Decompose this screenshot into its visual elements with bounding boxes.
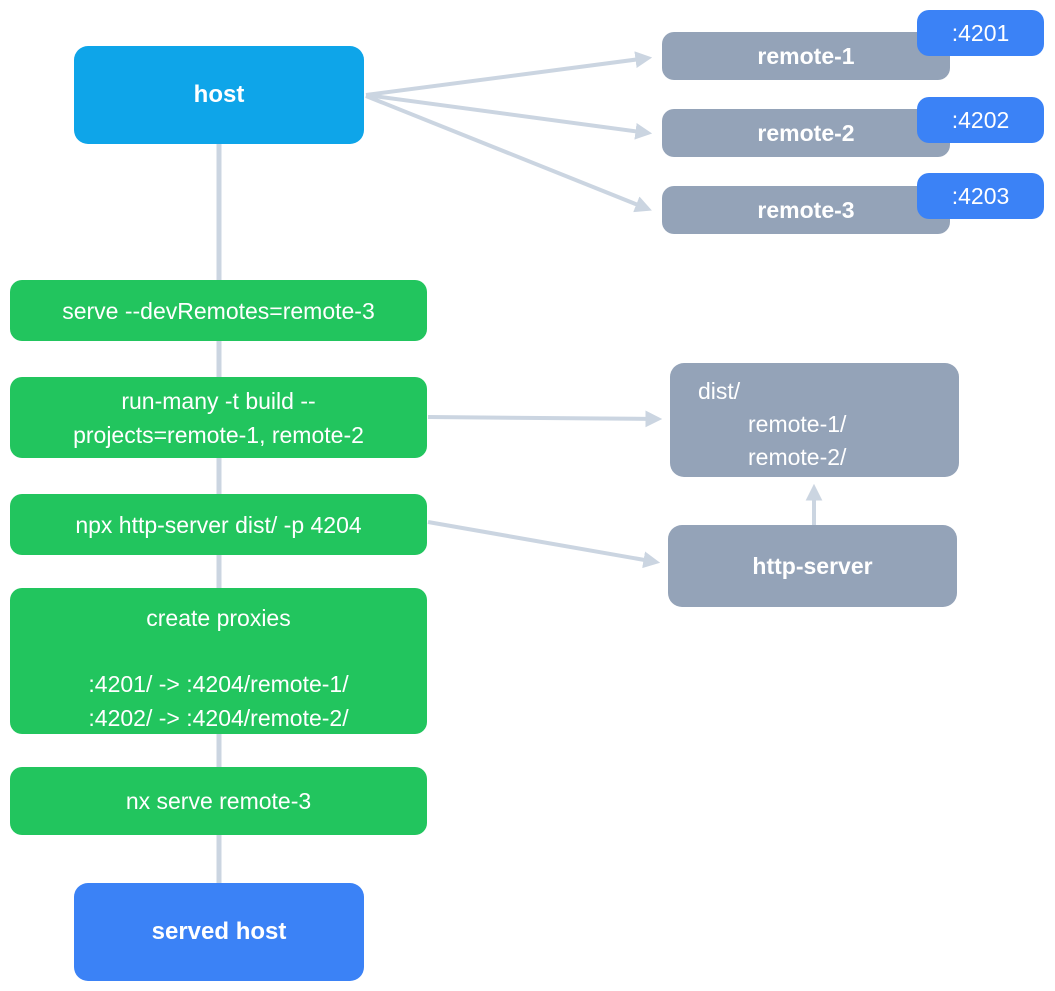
served-host-node: served host xyxy=(74,883,364,981)
step-serve-devremotes: serve --devRemotes=remote-3 xyxy=(10,280,427,341)
proxy-mapping-4202: :4202/ -> :4204/remote-2/ xyxy=(88,705,349,731)
step-nx-serve-remote-3: nx serve remote-3 xyxy=(10,767,427,835)
step-npx-http-server-label: npx http-server dist/ -p 4204 xyxy=(75,511,362,538)
step-create-proxies-title: create proxies xyxy=(146,605,291,631)
proxy-mappings: :4201/ -> :4204/remote-1/ :4202/ -> :420… xyxy=(88,667,348,735)
arrow-host-to-remote-2 xyxy=(365,93,653,140)
arrow-host-to-remote-3 xyxy=(365,94,652,213)
arrow-npx-to-httpserver xyxy=(427,520,661,569)
dist-child-remote-2: remote-2/ xyxy=(748,444,847,470)
host-node: host xyxy=(74,46,364,144)
proxy-mapping-4201: :4201/ -> :4204/remote-1/ xyxy=(88,671,349,697)
dist-folder-node: dist/ remote-1/ remote-2/ xyxy=(670,363,959,477)
step-npx-http-server: npx http-server dist/ -p 4204 xyxy=(10,494,427,555)
step-create-proxies: create proxies :4201/ -> :4204/remote-1/… xyxy=(10,588,427,734)
remote-3-node: remote-3 xyxy=(662,186,950,234)
port-badge-4202: :4202 xyxy=(917,97,1044,143)
step-run-many-build: run-many -t build -- projects=remote-1, … xyxy=(10,377,427,458)
step-serve-devremotes-label: serve --devRemotes=remote-3 xyxy=(62,297,375,324)
step-run-many-line-2: projects=remote-1, remote-2 xyxy=(73,421,364,448)
remote-1-node: remote-1 xyxy=(662,32,950,80)
remote-2-node: remote-2 xyxy=(662,109,950,157)
http-server-node: http-server xyxy=(668,525,957,607)
port-badge-4203: :4203 xyxy=(917,173,1044,219)
arrow-runmany-to-dist xyxy=(427,410,663,428)
step-run-many-line-1: run-many -t build -- xyxy=(121,387,316,414)
step-nx-serve-remote-3-label: nx serve remote-3 xyxy=(125,788,312,814)
port-badge-4201: :4201 xyxy=(917,10,1044,56)
arrow-host-to-remote-1 xyxy=(365,51,653,97)
dist-child-remote-1: remote-1/ xyxy=(748,411,847,437)
dist-root-label: dist/ xyxy=(698,378,741,404)
